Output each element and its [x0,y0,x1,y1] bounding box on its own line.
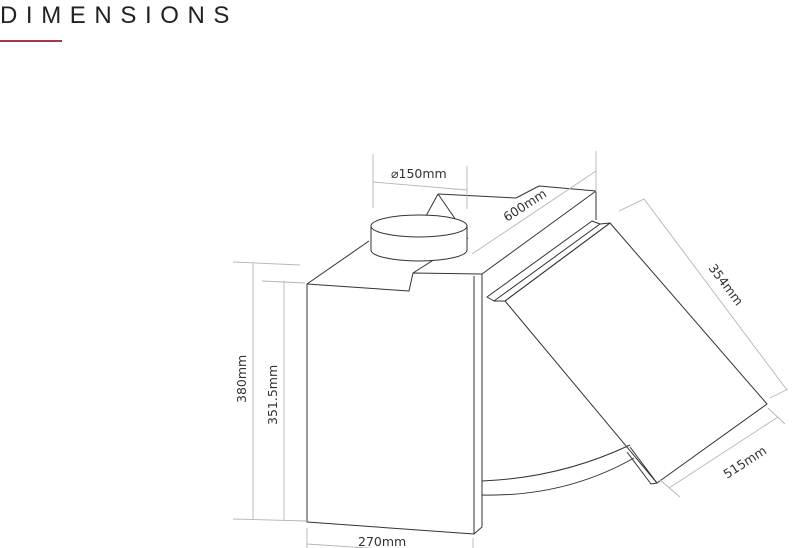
dimension-label-total-height: 380mm [234,355,249,403]
dimension-label-visor-depth: 354mm [706,261,747,309]
page-title: DIMENSIONS [0,2,239,29]
telescopic-visor [481,220,768,496]
dimension-label-body-depth: 270mm [358,534,406,548]
dimension-label-body-height: 351.5mm [265,365,280,425]
duct-collar [370,214,468,262]
dimension-label-duct-diameter: ⌀150mm [391,166,447,181]
title-underline [0,40,62,42]
dimension-label-extended-depth: 515mm [720,443,769,482]
dimension-lines [232,151,789,548]
